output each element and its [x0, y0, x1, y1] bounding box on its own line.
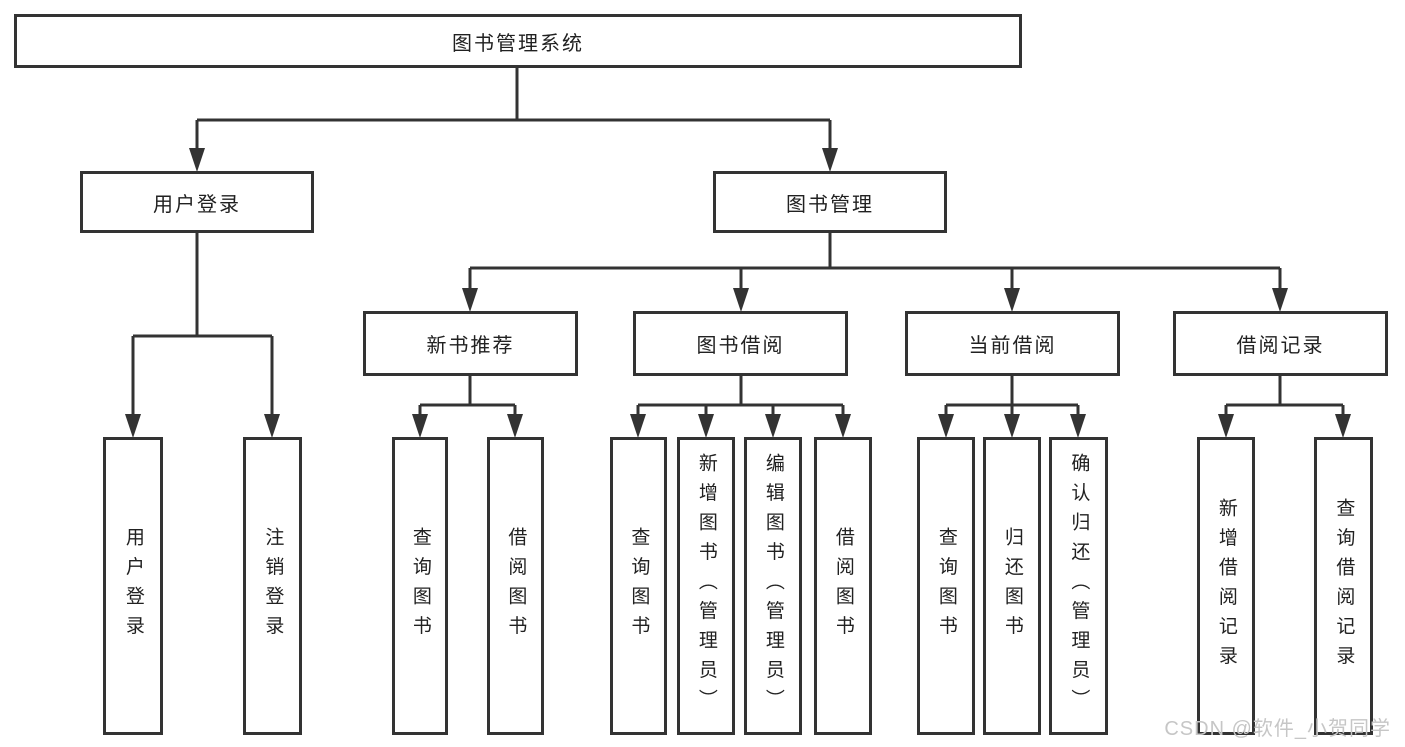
leaf-label: 查询图书 — [409, 527, 431, 645]
arrowheads — [125, 148, 1351, 438]
leaf-label: 注销登录 — [262, 527, 284, 645]
leaf-bb-add-books-admin: 新增图书（管理员） — [677, 437, 735, 735]
leaf-label: 确认归还（管理员） — [1068, 453, 1090, 719]
node-borrow-records: 借阅记录 — [1173, 311, 1388, 376]
leaf-label: 归还图书 — [1001, 527, 1023, 645]
node-book-borrow: 图书借阅 — [633, 311, 848, 376]
leaf-logout: 注销登录 — [243, 437, 302, 735]
leaf-cb-confirm-return-admin: 确认归还（管理员） — [1049, 437, 1108, 735]
leaf-br-add-record: 新增借阅记录 — [1197, 437, 1255, 735]
leaf-label: 新增图书（管理员） — [695, 453, 717, 719]
leaf-label: 借阅图书 — [505, 527, 527, 645]
leaf-label: 查询借阅记录 — [1333, 497, 1355, 675]
leaf-bb-edit-books-admin: 编辑图书（管理员） — [744, 437, 802, 735]
leaf-bb-query-books: 查询图书 — [610, 437, 667, 735]
leaf-label: 查询图书 — [935, 527, 957, 645]
leaf-label: 查询图书 — [628, 527, 650, 645]
leaf-cb-return-books: 归还图书 — [983, 437, 1041, 735]
leaf-label: 新增借阅记录 — [1215, 497, 1237, 675]
node-user-login: 用户登录 — [80, 171, 314, 233]
leaf-user-login: 用户登录 — [103, 437, 163, 735]
leaf-label: 用户登录 — [122, 527, 144, 645]
leaf-nb-borrow-books: 借阅图书 — [487, 437, 544, 735]
leaf-label: 借阅图书 — [832, 527, 854, 645]
node-new-book-recommend: 新书推荐 — [363, 311, 578, 376]
node-book-management: 图书管理 — [713, 171, 947, 233]
leaf-label: 编辑图书（管理员） — [762, 453, 784, 719]
node-root: 图书管理系统 — [14, 14, 1022, 68]
leaf-br-query-record: 查询借阅记录 — [1314, 437, 1373, 735]
csdn-watermark: CSDN @软件_小贺同学 — [1164, 718, 1391, 740]
leaf-nb-query-books: 查询图书 — [392, 437, 448, 735]
leaf-bb-borrow-books: 借阅图书 — [814, 437, 872, 735]
node-current-borrow: 当前借阅 — [905, 311, 1120, 376]
leaf-cb-query-books: 查询图书 — [917, 437, 975, 735]
